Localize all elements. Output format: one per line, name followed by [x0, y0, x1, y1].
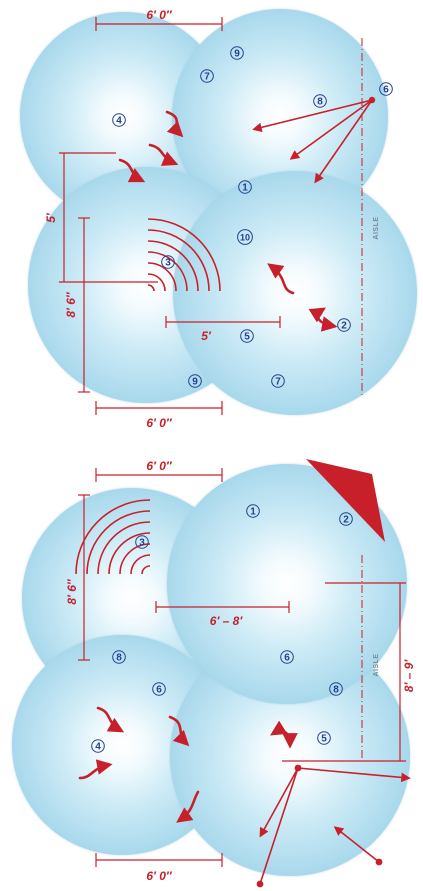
bottom-dimensions	[78, 468, 406, 867]
speaker-dot	[368, 96, 376, 104]
rotation-arrow	[308, 307, 338, 332]
seat-numbers-bottom: 1 2 3 8 6 8 6 4 5	[91, 504, 353, 753]
svg-text:8: 8	[333, 685, 339, 696]
seat-3-top: 3	[161, 255, 175, 269]
svg-text:5: 5	[321, 734, 327, 745]
seat-numbers: 9 7 6 8 4 1 10 3 5 2 9 7	[112, 46, 393, 388]
svg-text:2: 2	[343, 515, 349, 526]
svg-text:1: 1	[250, 507, 256, 518]
dim-bottom-spacing: 6′ – 8′	[210, 614, 244, 628]
seat-1-b: 1	[246, 504, 260, 518]
sound-arcs	[147, 218, 221, 292]
seat-9-top: 9	[230, 46, 244, 60]
svg-text:2: 2	[341, 321, 347, 332]
svg-text:3: 3	[139, 538, 145, 549]
seat-5-b: 5	[317, 731, 331, 745]
zone-lower-left	[12, 635, 232, 855]
seat-8-b2: 8	[329, 682, 343, 696]
sightlines	[252, 99, 373, 184]
seat-8-top: 8	[313, 94, 327, 108]
speaker-dot-a	[294, 764, 302, 772]
seat-4-b: 4	[91, 739, 105, 753]
svg-text:3: 3	[165, 258, 171, 269]
top-zones	[20, 9, 417, 415]
svg-text:8: 8	[116, 653, 122, 664]
dim-top-width: 6′ 0″	[146, 8, 173, 22]
svg-text:5: 5	[244, 332, 250, 343]
zone-top-right	[172, 9, 388, 225]
svg-text:7: 7	[204, 72, 210, 83]
svg-text:9: 9	[234, 49, 240, 60]
seat-7-bottom: 7	[271, 374, 285, 388]
speaker-dot-b	[375, 858, 383, 866]
dim-diameter-vertical: 8′ 6″	[64, 291, 78, 318]
dim-offset-vertical: 5′	[44, 212, 58, 223]
seat-2-top: 2	[337, 318, 351, 332]
seat-6-top: 6	[379, 82, 393, 96]
sound-arcs-bottom	[75, 499, 151, 575]
dim-bottom-bottom-width: 6′ 0″	[146, 869, 173, 883]
rotation-arrow-bottom	[270, 720, 298, 749]
svg-text:6: 6	[383, 85, 389, 96]
svg-text:6: 6	[156, 685, 162, 696]
dim-bottom-diameter: 8′ 6″	[65, 578, 79, 605]
svg-text:1: 1	[242, 183, 248, 194]
seat-5-top: 5	[240, 329, 254, 343]
seat-7-top: 7	[200, 69, 214, 83]
screen-triangle	[306, 459, 385, 542]
seat-10-top: 10	[237, 229, 253, 245]
svg-text:4: 4	[95, 742, 101, 753]
dim-bottom-top-width: 6′ 0″	[146, 459, 173, 473]
zone-lower-right	[170, 636, 410, 876]
movement-arrows	[118, 110, 295, 295]
dim-offset-horizontal: 5′	[201, 329, 212, 343]
zone-mid-right	[173, 171, 417, 415]
svg-text:10: 10	[240, 233, 250, 243]
aisle-label-bottom: AISLE	[373, 653, 380, 676]
bottom-zones	[12, 464, 410, 876]
movement-arrows-bottom	[78, 706, 200, 823]
svg-text:7: 7	[275, 377, 281, 388]
dimensions	[59, 17, 281, 415]
seat-6-b1: 6	[280, 650, 294, 664]
zone-upper-right	[167, 464, 407, 704]
svg-text:9: 9	[192, 377, 198, 388]
sightlines-bottom	[259, 767, 411, 863]
dim-bottom-width: 6′ 0″	[146, 416, 173, 430]
bottom-layout: AISLE 6′ 0″ 8′ 6″ 6′ – 8′ 8′ – 9′ 6′ 0″	[12, 459, 416, 888]
dim-bottom-aisle-distance: 8′ – 9′	[402, 659, 416, 693]
aisle-label: AISLE	[373, 216, 380, 239]
seat-2-b: 2	[339, 512, 353, 526]
seat-8-b1: 8	[112, 650, 126, 664]
seat-1-top: 1	[238, 180, 252, 194]
top-layout: AISLE 6′ 0″ 5′ 8′ 6″ 5′ 6′ 0″	[20, 8, 417, 430]
svg-text:8: 8	[317, 97, 323, 108]
svg-text:4: 4	[116, 116, 122, 127]
seat-6-b2: 6	[152, 682, 166, 696]
seat-4-top: 4	[112, 113, 126, 127]
speaker-dot-c	[256, 880, 264, 888]
sightline-lower	[259, 767, 299, 885]
seat-9-bottom: 9	[188, 374, 202, 388]
svg-text:6: 6	[284, 653, 290, 664]
seat-3-b: 3	[135, 535, 149, 549]
